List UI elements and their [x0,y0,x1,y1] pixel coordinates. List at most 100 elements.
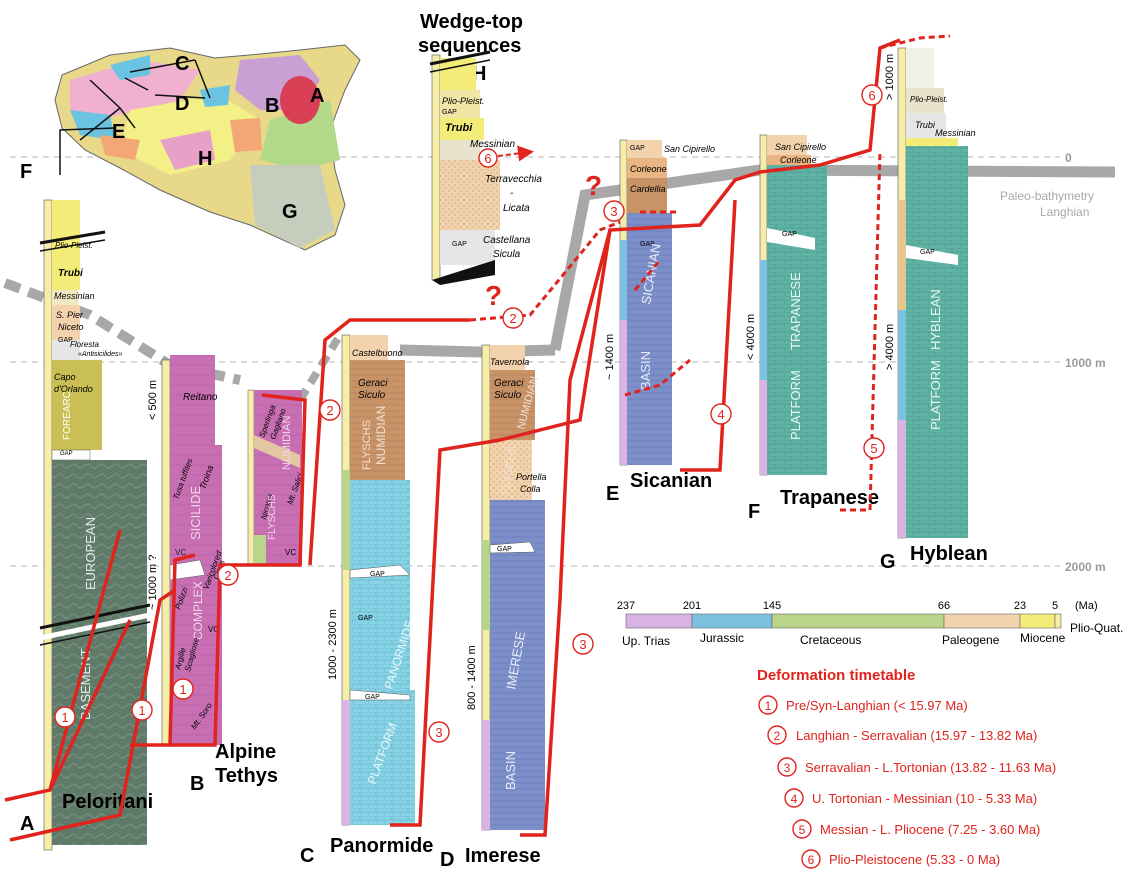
timetable-item-2: Langhian - Serravalian (15.97 - 13.82 Ma… [796,728,1037,743]
g-thickness-top: > 1000 m [884,54,896,100]
a-unit-forearc: FOREARC [62,391,73,440]
map-label-e: E [112,121,125,143]
a-unit-gap2: GAP [60,451,73,457]
d-letter: D [440,849,454,871]
b-unit-complex: COMPLEX [191,581,205,640]
timescale-tick-23: 23 [1014,600,1026,612]
column-e-sicanian: GAP San Cipirello Corleone Cardellia GAP… [604,140,715,505]
question-mark-2: ? [585,170,602,201]
d-name: Imerese [465,845,541,867]
timetable-num-4: 4 [791,792,798,806]
f-letter: F [748,501,760,523]
g-unit-trubi: Trubi [915,120,936,130]
f-unit-corleone: Corleone [780,155,817,165]
c-unit-geraci: Geraci [358,378,388,389]
period-jurassic: Jurassic [700,631,744,645]
e-unit-basin: BASIN [638,351,653,390]
c-unit-flyschs: FLYSCHS [361,420,373,470]
timescale-tick-145: 145 [763,600,781,612]
b-thickness-top: < 500 m [147,380,159,420]
a-unit-antisicilides: «Antisicilides» [78,351,122,358]
b-thickness-bottom: ~ 1000 m ? [147,555,159,610]
e-unit-sancipirello: San Cipirello [664,144,715,154]
map-label-b: B [265,95,279,117]
e-letter: E [606,483,619,505]
timescale-tick-237: 237 [617,600,635,612]
d-unit-siculo: Siculo [494,390,522,401]
d-unit-gap: GAP [497,546,512,553]
map-label-c: C [175,53,189,75]
paleo-bathymetry-line-2 [400,350,555,352]
c-unit-gap3: GAP [365,694,380,701]
c-unit-gap1: GAP [370,571,385,578]
a-unit-european: EUROPEAN [83,517,98,590]
marker-2a: 2 [224,568,231,583]
c-thickness: 1000 - 2300 m [327,609,339,680]
timetable-num-2: 2 [774,729,781,743]
b-sub-flyschs: FLYSCHS [267,494,278,540]
d-unit-basin: BASIN [503,751,518,790]
d-unit-colla: Colla [520,484,541,494]
wedge-unit-messinian: Messinian [470,139,515,150]
d-unit-tavernola: Tavernola [490,357,529,367]
c-unit-castelbuono: Castelbuono [352,348,403,358]
a-letter: A [20,813,34,835]
f-thickness: < 4000 m [745,314,757,360]
wedge-unit-dash: - [510,188,514,199]
marker-2c: 2 [509,311,516,326]
timetable-item-5: Messian - L. Pliocene (7.25 - 3.60 Ma) [820,822,1040,837]
a-unit-plio: Plio-Pleist. [55,241,93,250]
b-name-2: Tethys [215,765,278,787]
marker-3c: 3 [579,637,586,652]
column-g-hyblean: Plio-Pleist. Trubi Messinian GAP HYBLEAN… [880,48,988,573]
wedge-unit-licata: Licata [503,203,530,214]
wedge-top-title-2: sequences [418,35,521,57]
timescale: 237 201 145 66 23 5 (Ma) Up. Trias Juras… [617,600,1124,648]
f-unit-trapanese: TRAPANESE [788,272,803,350]
d-unit-portella: Portella [516,472,547,482]
c-letter: C [300,845,314,867]
timetable-num-5: 5 [799,823,806,837]
paleo-bathymetry-label-2: Langhian [1040,205,1089,219]
a-name: Peloritani [62,791,153,813]
wedge-unit-plio: Plio-Pleist. [442,96,485,106]
wedge-unit-terravecchia: Terravecchia [485,174,542,185]
column-d-imerese: Tavernola Geraci Siculo NUMIDIAN FLYSCHS… [440,345,547,871]
timetable-item-4: U. Tortonian - Messinian (10 - 5.33 Ma) [812,791,1037,806]
b-sub-numidian: NUMIDIAN [281,416,293,470]
period-uptrias: Up. Trias [622,634,670,648]
f-unit-gap: GAP [782,231,797,238]
map-label-f: F [20,161,32,183]
marker-6: 6 [868,88,875,103]
paleo-bathymetry-label: Paleo-bathymetry [1000,189,1094,203]
map-label-h: H [198,148,212,170]
b-unit-vc1: VC [175,548,186,557]
f-unit-platform: PLATFORM [788,370,803,440]
e-unit-cardellia: Cardellia [630,184,666,194]
g-unit-messinian: Messinian [935,128,976,138]
marker-4: 4 [717,407,724,422]
wedge-top-title-1: Wedge-top [420,11,523,33]
map-label-d: D [175,93,189,115]
marker-1b: 1 [138,703,145,718]
wedge-unit-sicula: Sicula [493,249,521,260]
column-f-trapanese: San Cipirello Corleone GAP TRAPANESE PLA… [745,135,879,523]
wedge-step-6: 6 [484,151,491,166]
e-unit-gap: GAP [630,145,645,152]
marker-1c: 1 [179,682,186,697]
period-plioquat: Plio-Quat. [1070,621,1123,635]
timescale-tick-66: 66 [938,600,950,612]
g-unit-platform: PLATFORM [928,360,943,430]
a-unit-spier: S. Pier [56,310,84,320]
period-miocene: Miocene [1020,631,1066,645]
timetable-num-3: 3 [784,761,791,775]
timetable-item-3: Serravalian - L.Tortonian (13.82 - 11.63… [805,760,1056,775]
period-paleogene: Paleogene [942,633,1000,647]
a-unit-trubi: Trubi [58,268,83,279]
f-name: Trapanese [780,487,879,509]
wedge-unit-gap1: GAP [442,109,457,116]
question-mark-1: ? [485,280,502,311]
depth-tick-2000: 2000 m [1065,560,1106,574]
d-unit-geraci: Geraci [494,378,524,389]
depth-tick-1000: 1000 m [1065,356,1106,370]
